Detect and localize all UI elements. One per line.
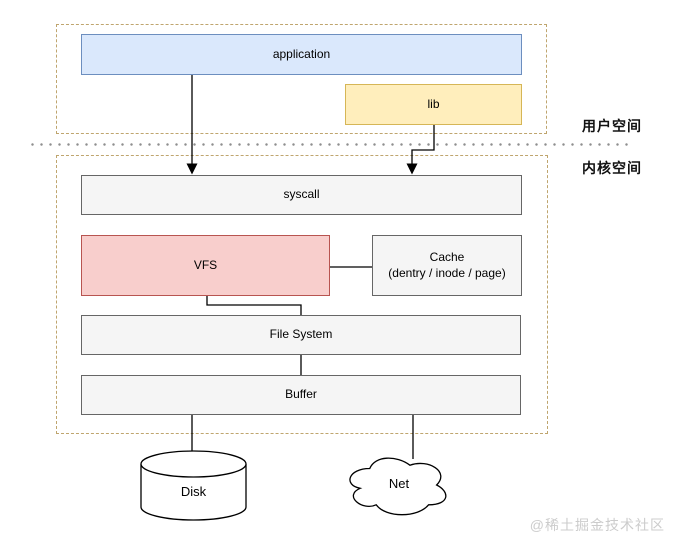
node-buffer: Buffer bbox=[81, 375, 521, 415]
cache-title: Cache bbox=[429, 249, 465, 264]
disk-cylinder-lip bbox=[140, 463, 247, 478]
user-space-label: 用户空间 bbox=[582, 118, 642, 134]
kernel-space-container bbox=[56, 155, 548, 434]
cache-subtitle: (dentry / inode / page) bbox=[388, 265, 506, 280]
node-lib: lib bbox=[345, 84, 522, 125]
disk-label: Disk bbox=[181, 484, 207, 499]
node-syscall: syscall bbox=[81, 175, 522, 215]
user-space-container bbox=[56, 24, 547, 134]
node-application: application bbox=[81, 34, 522, 75]
watermark: @稀土掘金技术社区 bbox=[529, 517, 665, 533]
net-cloud bbox=[349, 457, 447, 516]
disk-cylinder bbox=[140, 450, 247, 521]
node-file-system: File System bbox=[81, 315, 521, 355]
net-label: Net bbox=[389, 476, 410, 491]
node-cache: Cache (dentry / inode / page) bbox=[372, 235, 522, 296]
space-separator-line bbox=[28, 143, 628, 146]
node-vfs: VFS bbox=[81, 235, 330, 296]
kernel-space-label: 内核空间 bbox=[582, 160, 642, 176]
